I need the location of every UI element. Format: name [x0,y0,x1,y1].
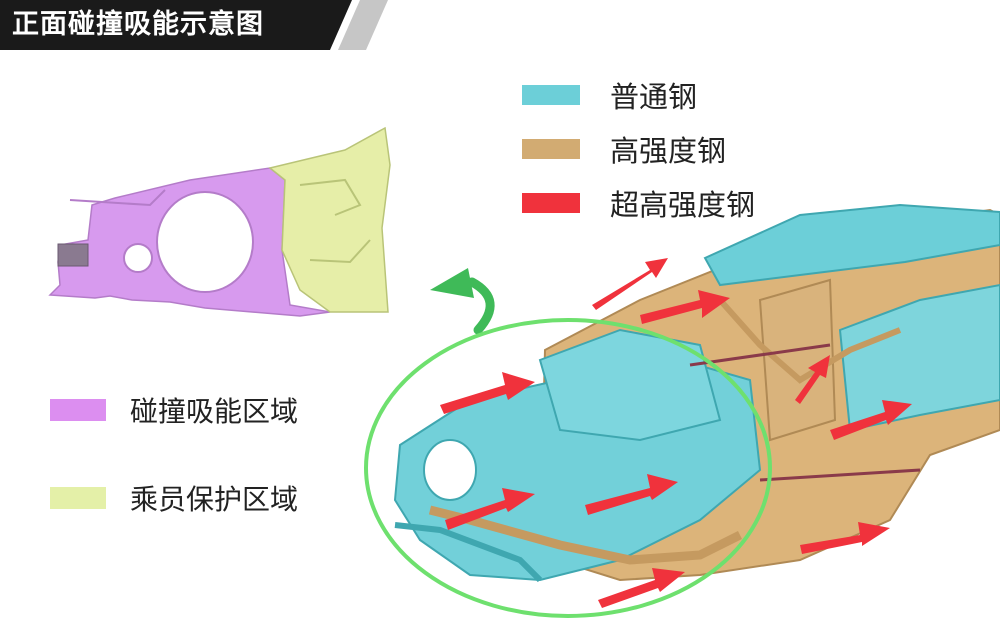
title-bar: 正面碰撞吸能示意图 [0,0,400,50]
diagram-title: 正面碰撞吸能示意图 [12,9,264,40]
return-arrow [430,268,495,335]
crumple-zone-highlight [364,318,772,618]
side-view-structure [48,126,391,317]
load-path-arrows [440,258,912,608]
title-background [0,0,388,50]
